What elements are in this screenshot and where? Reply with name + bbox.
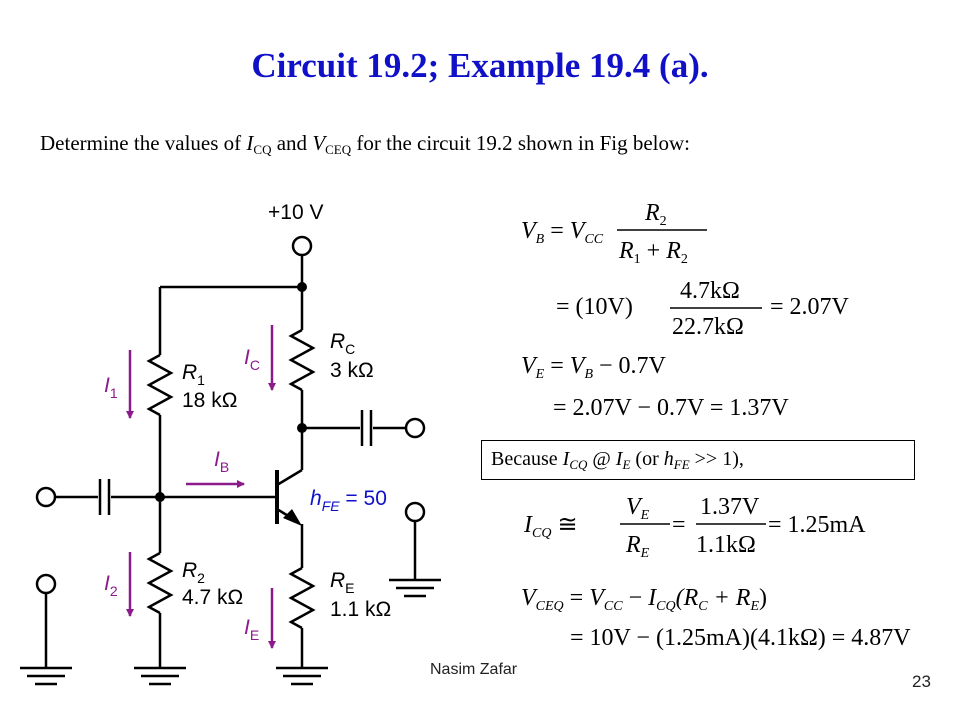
ve-formula: VE = VB − 0.7V [521,353,667,382]
svg-text:= 1.25mA: = 1.25mA [768,512,866,538]
because-text: Because [491,448,563,470]
intro-text: Determine the values of [40,131,247,155]
rc-value: 3 kΩ [330,359,374,382]
svg-text:VE: VE [626,494,650,523]
because-sub: CQ [569,457,588,472]
re-label: RE [330,569,355,596]
svg-text:=: = [672,512,686,538]
because-text: (or [630,448,664,470]
r1-value: 18 kΩ [182,389,237,412]
r2-resistor [146,551,174,615]
intro-sub: CQ [253,142,272,157]
junction-dot [297,423,307,433]
left-terminal [35,573,57,595]
re-value: 1.1 kΩ [330,598,391,621]
supply-label: +10 V [268,201,323,224]
svg-text:1.37V: 1.37V [700,494,760,520]
r1-label: R1 [182,361,205,388]
because-var: I [562,448,570,470]
i1-label: I1 [104,374,118,401]
svg-text:= (10V): = (10V) [556,294,633,320]
input-terminal [35,486,57,508]
svg-text:R1 + R2: R1 + R2 [618,238,688,267]
ic-label: IC [244,346,260,373]
supply-terminal [291,235,313,257]
intro-text: and [271,131,313,155]
svg-text:VB = VCC: VB = VCC [521,218,604,247]
svg-text:22.7kΩ: 22.7kΩ [672,314,744,340]
page-number: 23 [912,672,931,691]
ground-icon [389,578,441,598]
junction-dot [155,492,165,502]
intro-sub: CEQ [325,142,352,157]
svg-text:R2: R2 [644,200,667,229]
because-var: I [615,448,623,470]
ground-icon [20,666,72,686]
problem-statement: Determine the values of ICQ and VCEQ for… [40,131,940,158]
right-terminal [404,501,426,523]
hfe-label: hFE = 50 [310,487,387,514]
because-var: h [663,448,674,470]
ie-label: IE [244,616,259,643]
slide-title: Circuit 19.2; Example 19.4 (a). [251,46,709,85]
vceq-calculation: = 10V − (1.25mA)(4.1kΩ) = 4.87V [570,625,911,651]
junction-dot [297,282,307,292]
svg-text:RE: RE [625,532,650,561]
intro-var: V [312,131,326,155]
svg-text:= 2.07V − 0.7V = 1.37V: = 2.07V − 0.7V = 1.37V [553,395,789,421]
output-terminal [404,417,426,439]
ib-label: IB [214,448,229,475]
i2-label: I2 [104,572,118,599]
because-text: >> 1), [689,448,744,470]
circuit-diagram: +10 V R1 18 kΩ R2 4.7 kΩ RC 3 kΩ RE 1.1 … [20,201,441,686]
svg-text:ICQ ≅: ICQ ≅ [523,512,578,541]
intro-var: I [246,131,254,155]
vb-formula: VB = VCC R2 R1 + R2 [521,200,707,267]
svg-text:4.7kΩ: 4.7kΩ [680,278,740,304]
ground-icon [276,666,328,686]
intro-text: for the circuit 19.2 shown in Fig below: [351,131,691,155]
because-text: @ [587,448,616,470]
icq-formula: ICQ ≅ VE RE = 1.37V 1.1kΩ = 1.25mA [523,494,866,561]
r2-label: R2 [182,559,205,586]
assumption-box: Because ICQ @ IE (or hFE >> 1), [481,440,915,480]
because-sub: E [622,457,631,472]
svg-text:= 10V − (1.25mA)(4.1kΩ) = 4.87: = 10V − (1.25mA)(4.1kΩ) = 4.87V [570,625,911,651]
re-resistor [288,566,316,630]
r1-resistor [146,353,174,417]
vb-calculation: = (10V) 4.7kΩ 22.7kΩ = 2.07V [556,278,850,340]
rc-label: RC [330,330,355,357]
ground-icon [134,666,186,686]
r2-value: 4.7 kΩ [182,586,243,609]
svg-text:= 2.07V: = 2.07V [770,294,850,320]
footer-author: Nasim Zafar [430,661,518,678]
svg-text:1.1kΩ: 1.1kΩ [696,532,756,558]
rc-resistor [288,328,316,392]
ve-calculation: = 2.07V − 0.7V = 1.37V [553,395,789,421]
vceq-formula: VCEQ = VCC − ICQ(RC + RE) [521,585,767,614]
svg-text:VE = VB − 0.7V: VE = VB − 0.7V [521,353,667,382]
svg-text:VCEQ = VCC − ICQ(RC + RE): VCEQ = VCC − ICQ(RC + RE) [521,585,767,614]
because-sub: FE [673,457,690,472]
emitter-arrow-icon [283,509,302,526]
